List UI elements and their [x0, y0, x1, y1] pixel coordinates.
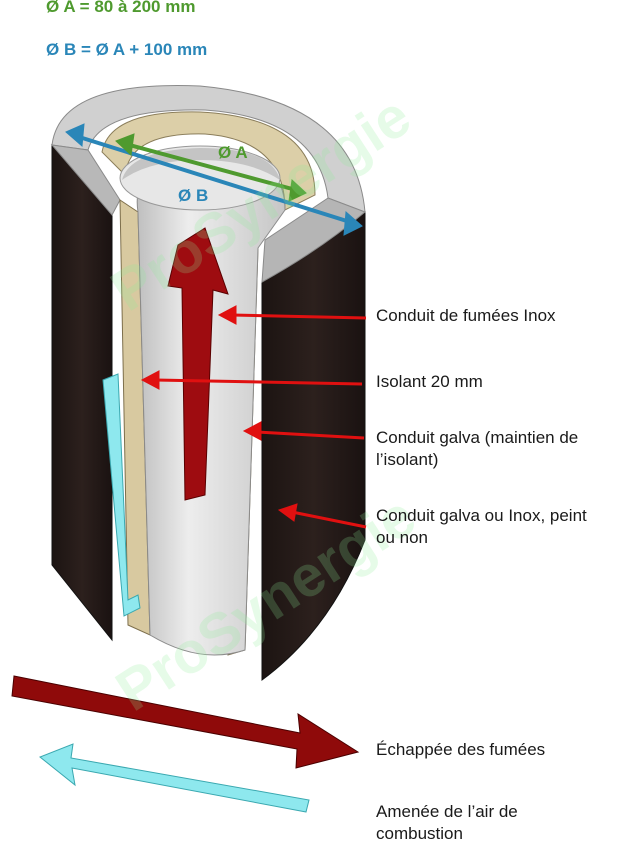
- diameter-a-arrow: [115, 133, 307, 202]
- label-air-intake: Amenée de l’air de combustion: [376, 802, 518, 843]
- pointer-arrows: [140, 305, 367, 529]
- pointer-galva-inner: [242, 421, 365, 441]
- label-exhaust: Échappée des fumées: [376, 740, 546, 759]
- diameter-b-label: Ø B: [178, 186, 208, 205]
- insulation-top-ring: [101, 111, 316, 211]
- pointer-insulation: [140, 370, 363, 390]
- diameter-a-label: Ø A: [218, 143, 248, 162]
- label-galva-outer: Conduit galva ou Inox, peint ou non: [376, 506, 587, 547]
- flue-gas-flow-arrow: [167, 227, 229, 501]
- label-galva-inner: Conduit galva (maintien de l’isolant): [376, 428, 579, 469]
- pointer-flue-inox: [217, 305, 367, 325]
- outer-shell-left: [51, 143, 113, 642]
- label-insulation: Isolant 20 mm: [376, 372, 483, 391]
- air-channel: [102, 373, 141, 617]
- outer-shell-right: [261, 210, 366, 681]
- pointer-galva-outer: [277, 503, 367, 529]
- diameter-a-header: Ø A = 80 à 200 mm: [46, 0, 196, 16]
- diameter-b-header: Ø B = Ø A + 100 mm: [46, 40, 208, 59]
- diameter-b-arrow: [65, 123, 363, 236]
- label-flue-inox: Conduit de fumées Inox: [376, 306, 556, 325]
- exhaust-legend-arrow: [11, 675, 360, 769]
- air-intake-legend-arrow: [39, 743, 310, 813]
- inner-flue-rim-shadow: [122, 148, 280, 180]
